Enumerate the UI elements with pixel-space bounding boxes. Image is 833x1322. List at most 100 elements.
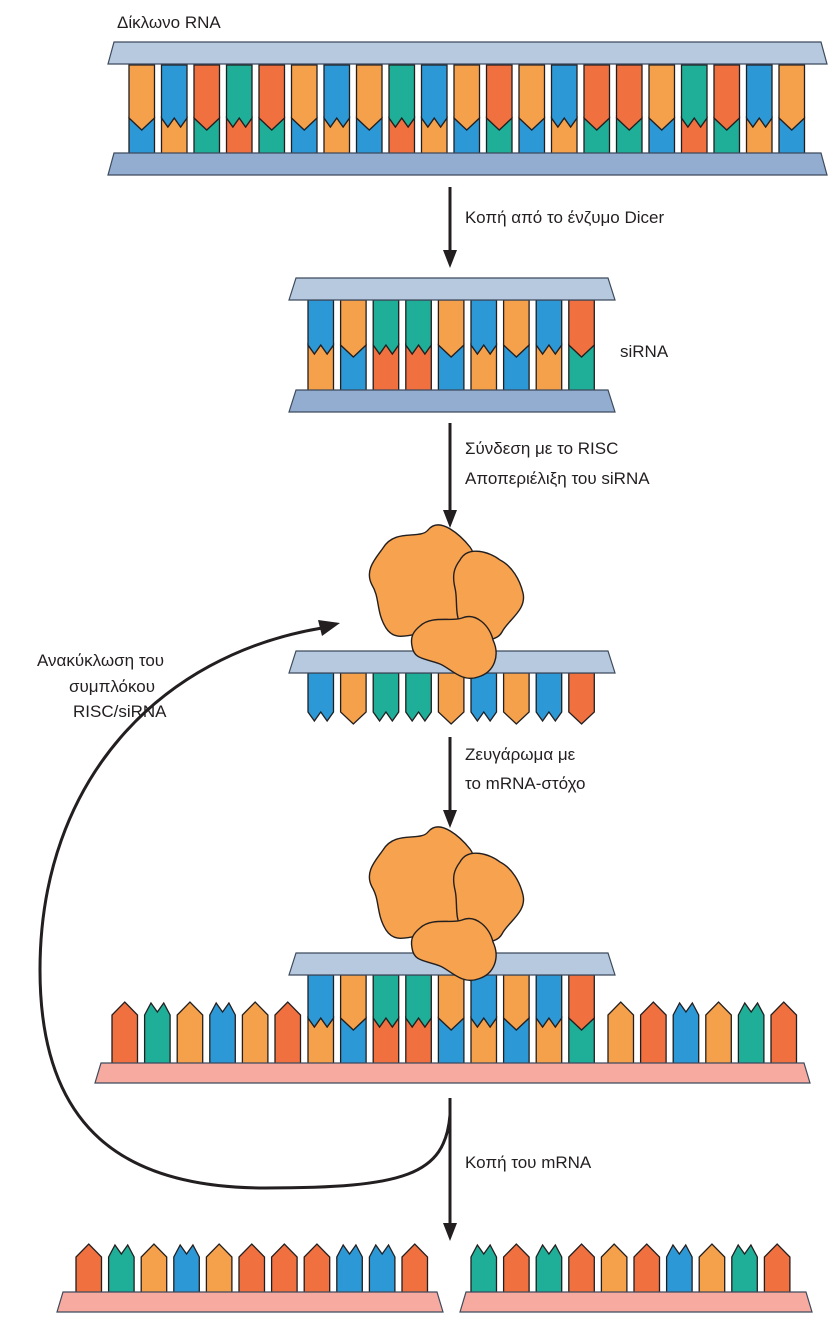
dsrna-top-base <box>323 64 351 129</box>
fragment-base <box>303 1243 331 1299</box>
risc-lobe-bottom <box>410 615 497 680</box>
fragment-base <box>698 1243 726 1299</box>
dsrna-top-base <box>745 64 773 129</box>
fragment-base <box>238 1243 266 1299</box>
fragment-left-backbone <box>56 1291 444 1313</box>
risc-strand-base <box>437 672 465 725</box>
label-pairing-2: το mRNA-στόχο <box>465 774 586 793</box>
cleaved-mrna-fragments <box>56 1243 813 1313</box>
sirna-guide-base <box>405 974 432 1029</box>
sirna-guide-base <box>372 974 400 1029</box>
sirna-top-backbone <box>288 277 616 301</box>
mrna-base <box>111 1001 139 1066</box>
fragment-base <box>107 1243 135 1299</box>
mrna-base <box>770 1001 798 1066</box>
dsrna-top-base <box>420 64 448 129</box>
target-mrna-complex <box>94 952 811 1084</box>
sirna-top-base <box>437 299 465 358</box>
mrna-paired-base <box>372 1015 400 1066</box>
sirna-guide-base <box>470 974 498 1029</box>
dsrna-top-base <box>258 64 286 131</box>
dsrna-top-backbone <box>107 41 828 65</box>
label-recycle-3: RISC/siRNA <box>73 702 167 721</box>
risc-complex-1 <box>368 524 525 680</box>
dsrna-top-base <box>355 64 383 131</box>
sirna-top-base <box>405 299 432 356</box>
dsrna-top-base <box>550 64 578 129</box>
fragment-base <box>600 1243 628 1299</box>
fragment-base <box>336 1243 363 1299</box>
label-recycle-1: Ανακύκλωση του <box>37 651 164 670</box>
label-dsrna: Δίκλωνο RNA <box>117 13 221 32</box>
mrna-base <box>607 1001 635 1066</box>
mrna-paired-base <box>470 1015 498 1066</box>
sirna-guide-base <box>502 974 530 1031</box>
label-risc-binding: Σύνδεση με το RISC <box>465 439 618 458</box>
fragment-base <box>205 1243 233 1299</box>
sirna-guide-base <box>437 974 465 1031</box>
dsrna-top-base <box>453 64 481 131</box>
risc-lobe-bottom <box>410 917 497 982</box>
dsrna-top-base <box>388 64 416 129</box>
mrna-base <box>737 1001 765 1066</box>
fragment-right-backbone <box>459 1291 813 1313</box>
dsrna-top-base <box>290 64 318 131</box>
fragment-base <box>470 1243 498 1299</box>
fragment-base <box>731 1243 758 1299</box>
label-pairing-1: Ζευγάρωμα με <box>465 745 576 764</box>
mrna-base <box>274 1001 302 1066</box>
risc-strand-base <box>339 672 367 725</box>
sirna-guide-base <box>568 974 595 1031</box>
fragment-base <box>270 1243 298 1299</box>
sirna-guide-base <box>535 974 563 1029</box>
sirna-top-base <box>568 299 595 358</box>
mrna-base <box>241 1001 269 1066</box>
risc-strand-base <box>405 672 432 723</box>
mrna-base <box>639 1001 667 1066</box>
arrow-risc-binding <box>443 423 457 528</box>
dsrna-top-base <box>128 64 156 131</box>
dsrna-top-base <box>225 64 253 129</box>
dsrna-top-base <box>193 64 221 131</box>
arrow-recycling <box>38 620 452 1190</box>
mrna-base <box>176 1001 204 1066</box>
mrna-base <box>672 1001 700 1066</box>
risc-strand-base <box>535 672 563 723</box>
fragment-base <box>763 1243 791 1299</box>
mrna-backbone <box>94 1062 811 1084</box>
sirna-bottom-backbone <box>288 389 616 413</box>
fragment-base <box>140 1243 168 1299</box>
arrow-pairing <box>443 737 457 828</box>
fragment-base <box>173 1243 200 1299</box>
label-recycle-2: συμπλόκου <box>69 677 155 696</box>
fragment-base <box>368 1243 396 1299</box>
fragment-base <box>75 1243 103 1299</box>
fragment-base <box>633 1243 661 1299</box>
sirna-top-base <box>307 299 335 356</box>
dsrna-top-base <box>648 64 676 131</box>
label-mrna-cut: Κοπή του mRNA <box>465 1153 592 1172</box>
mrna-paired-base <box>307 1015 335 1066</box>
fragment-base <box>568 1243 595 1299</box>
sirna-top-base <box>372 299 400 356</box>
sirna-duplex <box>288 277 616 413</box>
mrna-base <box>705 1001 732 1066</box>
risc-strand-base <box>502 672 530 725</box>
sirna-guide-base <box>339 974 367 1031</box>
dsrna-top-base <box>778 64 806 131</box>
dsrna-bottom-backbone <box>107 152 828 176</box>
mrna-base <box>209 1001 236 1066</box>
risc-complex-2 <box>368 826 525 982</box>
fragment-base <box>502 1243 530 1299</box>
risc-strand-base <box>372 672 400 723</box>
dsrna-top-base <box>713 64 741 131</box>
sirna-top-base <box>535 299 563 356</box>
fragment-base <box>401 1243 429 1299</box>
risc-strand-base <box>470 672 498 723</box>
dsrna-top-base <box>615 64 643 131</box>
sirna-top-base <box>470 299 498 356</box>
dsrna-top-base <box>160 64 188 129</box>
mrna-paired-base <box>535 1015 563 1066</box>
risc-strand-base <box>307 672 335 723</box>
